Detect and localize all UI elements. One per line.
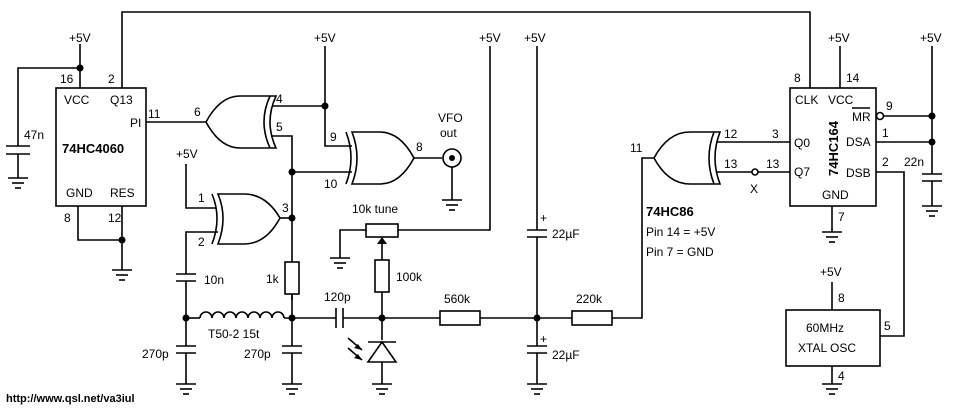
- pin-6-label: 6: [194, 105, 201, 119]
- pin-8d-label: 8: [838, 291, 845, 305]
- pin-7-label: 7: [838, 210, 845, 224]
- pot-label: 10k tune: [352, 202, 398, 216]
- vcc-label-chip2: +5V: [828, 31, 850, 45]
- chip1-gnd-label: GND: [66, 186, 93, 200]
- pin-8b-label: 8: [416, 140, 423, 154]
- cap-22u-b-label: 22µF: [552, 348, 580, 362]
- pin-5-label: 5: [276, 120, 283, 134]
- pin-11b-label: 11: [630, 141, 643, 155]
- vcc-label-chip1: +5V: [69, 31, 91, 45]
- chip2-name: 74HC164: [826, 120, 841, 176]
- res-100k-label: 100k: [396, 270, 423, 284]
- pin-8-label: 8: [64, 211, 71, 225]
- res-220k-label: 220k: [576, 292, 603, 306]
- source-url: http://www.qsl.net/va3iul: [6, 393, 135, 405]
- inductor-t50-2: [199, 311, 285, 319]
- mr-inversion-bubble: [875, 111, 885, 121]
- vcc-label-gatec: +5V: [176, 147, 198, 161]
- varicap-diode: [366, 340, 398, 363]
- pin-14-label: 14: [846, 71, 860, 85]
- pin-10-label: 10: [324, 177, 338, 191]
- vcc-label-right: +5V: [920, 31, 942, 45]
- vcc-label-pot: +5V: [479, 31, 501, 45]
- chip1-name: 74HC4060: [62, 141, 124, 156]
- pin-13b-label: 13: [724, 157, 738, 171]
- xor-pin14-note: Pin 14 = +5V: [646, 225, 715, 239]
- chip2-q7-label: Q7: [794, 165, 810, 179]
- cap-270p-a-label: 270p: [142, 347, 169, 361]
- chip1-vcc-label: VCC: [64, 93, 90, 107]
- chip2-vcc-label: VCC: [828, 93, 854, 107]
- xor-gate-d: [653, 131, 722, 185]
- osc-label-2: XTAL OSC: [798, 341, 856, 355]
- resistor-560k: [439, 310, 481, 326]
- cap-10n-label: 10n: [204, 273, 224, 287]
- pin-2b-label: 2: [198, 235, 205, 249]
- wire-q13-to-clk: [121, 11, 811, 88]
- pin-4b-label: 4: [838, 369, 845, 383]
- vcc-label-osc: +5V: [820, 265, 842, 279]
- chip2-dsb-label: DSB: [846, 166, 871, 180]
- pin-5b-label: 5: [884, 319, 891, 333]
- pin-2-label: 2: [108, 72, 115, 86]
- chip2-q0-label: Q0: [794, 136, 810, 150]
- pin-8c-label: 8: [794, 71, 801, 85]
- xor-gate-c: [211, 193, 281, 245]
- ic-74hc164: CLK VCC MR Q0 DSA Q7 DSB GND 74HC164: [789, 87, 877, 207]
- cap-22u-a-label: 22µF: [552, 227, 580, 241]
- vcc-label-mid: +5V: [524, 31, 546, 45]
- resistor-1k: [284, 261, 300, 295]
- pin-1-label: 1: [198, 191, 205, 205]
- chip2-gnd-label: GND: [822, 188, 849, 202]
- vfo-label-1: VFO: [438, 111, 463, 125]
- pin-1b-label: 1: [882, 126, 889, 140]
- cap-22n-label: 22n: [904, 155, 924, 169]
- plus-b: +: [540, 332, 547, 346]
- pin-12b-label: 12: [724, 127, 738, 141]
- chip2-dsa-label: DSA: [846, 135, 871, 149]
- pin-9-label: 9: [330, 130, 337, 144]
- cap-120p-label: 120p: [324, 290, 351, 304]
- xor-gate-a: [205, 95, 278, 149]
- pin-9b-label: 9: [886, 99, 893, 113]
- cap-47n-label: 47n: [24, 128, 44, 142]
- plus-a: +: [540, 211, 547, 225]
- resistor-100k: [374, 259, 390, 293]
- res-1k-label: 1k: [266, 272, 280, 286]
- pin-2c-label: 2: [882, 155, 889, 169]
- pin-12-label: 12: [108, 211, 122, 225]
- chip1-pi-label: PI: [130, 116, 141, 130]
- cap-270p-b-label: 270p: [244, 347, 271, 361]
- ic-74hc4060: VCC Q13 PI 74HC4060 GND RES: [55, 87, 147, 207]
- inductor-label: T50-2 15t: [208, 327, 260, 341]
- chip1-q13-label: Q13: [110, 93, 133, 107]
- potentiometer-10k: [365, 223, 399, 238]
- resistor-220k: [571, 310, 613, 326]
- xor-gate-b: [345, 131, 415, 185]
- x-mark: X: [750, 182, 758, 196]
- res-560k-label: 560k: [444, 292, 471, 306]
- xor-pin7-note: Pin 7 = GND: [646, 245, 714, 259]
- pin-16-label: 16: [60, 72, 74, 86]
- pin-13c-label: 13: [766, 157, 780, 171]
- chip2-mr-label: MR: [852, 110, 871, 124]
- pin-3-label: 3: [282, 201, 289, 215]
- test-point-x: [751, 168, 759, 176]
- xtal-oscillator: 60MHz XTAL OSC: [785, 309, 881, 367]
- pin-4-label: 4: [276, 92, 283, 106]
- vfo-label-2: out: [440, 126, 457, 140]
- pin-3b-label: 3: [772, 127, 779, 141]
- vcc-label-gate: +5V: [314, 31, 336, 45]
- osc-label-1: 60MHz: [806, 321, 844, 335]
- xor-chip-name: 74HC86: [646, 204, 694, 219]
- pin-11-label: 11: [148, 107, 161, 121]
- chip1-res-label: RES: [110, 186, 135, 200]
- chip2-clk-label: CLK: [795, 93, 818, 107]
